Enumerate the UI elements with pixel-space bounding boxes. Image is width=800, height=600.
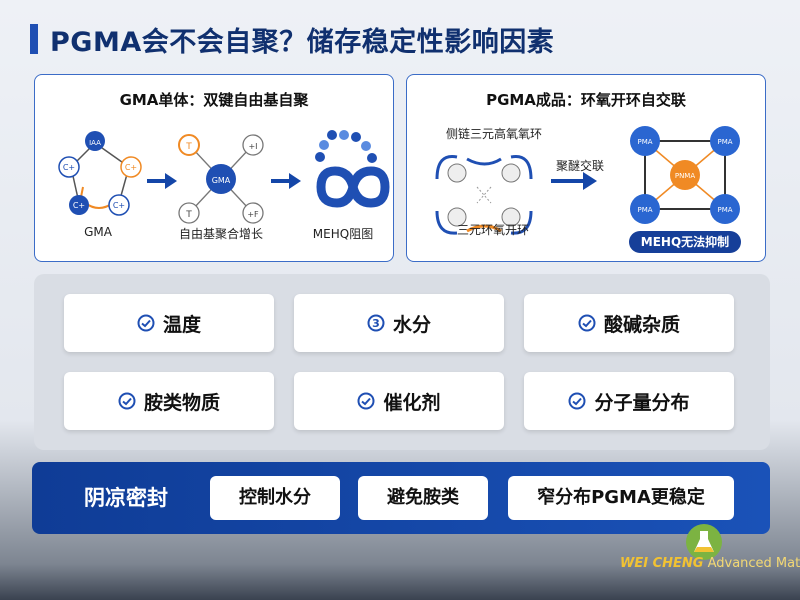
action-narrow-distribution: 窄分布PGMA更稳定 bbox=[508, 476, 734, 520]
svg-text:T: T bbox=[185, 142, 192, 152]
svg-text:PMA: PMA bbox=[637, 138, 652, 146]
check-circle-icon bbox=[118, 392, 136, 410]
svg-text:3: 3 bbox=[372, 317, 380, 330]
check-circle-icon bbox=[357, 392, 375, 410]
pgma-panel: PGMA成品：环氧开环自交联 侧链三元高氧氧环 PMA P bbox=[406, 74, 766, 262]
logo-brand: WEI CHENG bbox=[620, 556, 704, 571]
factor-label: 水分 bbox=[392, 313, 431, 336]
check-circle-icon bbox=[568, 392, 586, 410]
factor-card-mw-distribution: 分子量分布 bbox=[524, 372, 734, 430]
factor-card-moisture: 3 水分 bbox=[294, 294, 504, 352]
mehq-ineffective-badge: MEHQ无法抑制 bbox=[629, 231, 741, 253]
mol-label-top: IAA bbox=[89, 139, 101, 147]
factor-label: 催化剂 bbox=[383, 391, 441, 414]
factor-card-acid-base: 酸碱杂质 bbox=[524, 294, 734, 352]
gma-panel-title: GMA单体：双键自由基自聚 bbox=[119, 91, 309, 109]
check-circle-icon bbox=[137, 314, 155, 332]
logo-suffix: Advanced Material bbox=[707, 556, 800, 571]
factor-label: 分子量分布 bbox=[594, 391, 690, 414]
action-avoid-amines: 避免胺类 bbox=[358, 476, 488, 520]
factor-label: 温度 bbox=[162, 313, 201, 336]
svg-text:T: T bbox=[185, 210, 192, 220]
factor-card-catalyst: 催化剂 bbox=[294, 372, 504, 430]
radical-growth-diagram: GMA T +I T +F bbox=[178, 134, 264, 224]
check-circle-icon bbox=[578, 314, 596, 332]
crosslink-label: 聚醚交联 bbox=[555, 159, 604, 173]
flask-logo-icon bbox=[686, 524, 722, 560]
factor-label: 胺类物质 bbox=[143, 391, 220, 414]
factor-card-amines: 胺类物质 bbox=[64, 372, 274, 430]
pgma-diagram: PMA PMA PMA PMA PNMA bbox=[435, 126, 740, 235]
number-three-circle-icon: 3 bbox=[367, 314, 385, 332]
ring-opening-label: 三元环氧开环 bbox=[456, 223, 529, 237]
mol-label-bl: C+ bbox=[73, 201, 85, 210]
gma-diagram: IAA C+ C+ C+ C+ GMA T +I T +F bbox=[58, 130, 390, 224]
arrow-right-icon bbox=[147, 173, 177, 189]
mol-label-left: C+ bbox=[63, 163, 75, 172]
svg-text:PMA: PMA bbox=[717, 206, 732, 214]
svg-text:+F: +F bbox=[247, 210, 259, 219]
arrow-right-icon bbox=[271, 173, 301, 189]
factors-panel: 温度 3 水分 酸碱杂质 胺类物质 催化剂 分子量分布 bbox=[34, 274, 770, 450]
gma-molecule: IAA C+ C+ C+ C+ bbox=[58, 131, 142, 216]
svg-text:+I: +I bbox=[248, 142, 257, 151]
title-accent-bar bbox=[30, 24, 38, 54]
arrow-right-icon bbox=[551, 172, 597, 190]
mol-label-right: C+ bbox=[125, 163, 137, 172]
growth-center-label: GMA bbox=[212, 176, 231, 185]
gma-panel: GMA单体：双键自由基自聚 IAA C+ C+ C+ C+ bbox=[34, 74, 394, 262]
epoxy-ring-opening-diagram bbox=[435, 154, 533, 235]
action-control-moisture: 控制水分 bbox=[210, 476, 340, 520]
growth-caption: 自由基聚合增长 bbox=[178, 227, 263, 241]
side-chain-label: 侧链三元高氧氧环 bbox=[445, 127, 542, 141]
mehq-inhibitor-icon bbox=[315, 130, 390, 208]
factor-card-temperature: 温度 bbox=[64, 294, 274, 352]
mehq-caption: MEHQ阻图 bbox=[312, 227, 374, 241]
svg-text:PMA: PMA bbox=[717, 138, 732, 146]
svg-text:PNMA: PNMA bbox=[675, 172, 695, 180]
company-logo: WEI CHENG Advanced Material bbox=[620, 522, 800, 598]
storage-advice-band: 阴凉密封 控制水分 避免胺类 窄分布PGMA更稳定 bbox=[32, 462, 770, 534]
factor-label: 酸碱杂质 bbox=[603, 313, 680, 336]
gma-caption: GMA bbox=[84, 225, 112, 239]
crosslink-network-diagram: PMA PMA PMA PMA PNMA bbox=[630, 126, 740, 224]
pgma-panel-title: PGMA成品：环氧开环自交联 bbox=[486, 91, 686, 109]
svg-text:PMA: PMA bbox=[637, 206, 652, 214]
page-title: PGMA会不会自聚？储存稳定性影响因素 bbox=[50, 27, 555, 58]
mol-label-br: C+ bbox=[113, 201, 125, 210]
storage-label: 阴凉密封 bbox=[84, 486, 168, 510]
